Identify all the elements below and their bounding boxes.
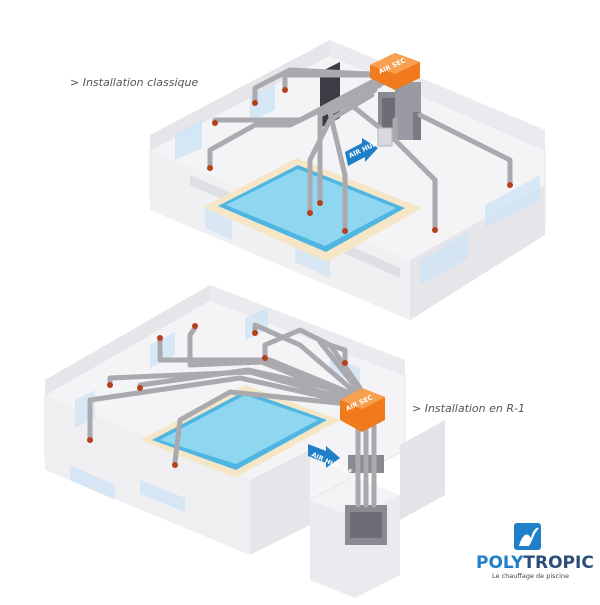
- top-caption: > Installation classique: [70, 76, 199, 89]
- bottom-caption: > Installation en R-1: [412, 402, 525, 415]
- top-building: AIR SEC AIR HUMIDE: [149, 40, 546, 320]
- bird-icon: [519, 527, 539, 546]
- logo-brand-tropic: TROPIC: [523, 553, 593, 573]
- bottom-building: AIR SEC AIR HUMIDE: [44, 285, 445, 598]
- logo-brand-poly: POLY: [476, 553, 524, 573]
- logo-tagline: Le chauffage de piscine: [492, 572, 569, 580]
- polytropic-logo: POLYTROPIC Le chauffage de piscine: [476, 523, 594, 580]
- svg-text:POLYTROPIC: POLYTROPIC: [476, 553, 594, 573]
